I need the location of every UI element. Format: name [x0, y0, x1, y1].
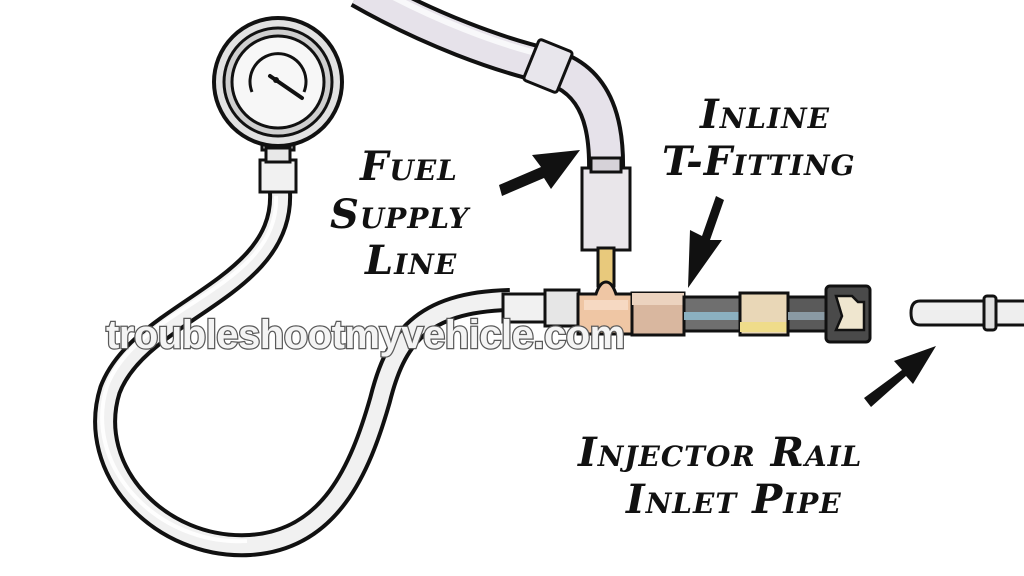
- label-injector-rail: Injector Rail: [577, 429, 862, 476]
- label-line: Line: [364, 237, 457, 284]
- gauge-hose: [93, 191, 511, 558]
- arrow-fuel-supply-icon: [499, 150, 580, 196]
- label-inline: Inline: [699, 91, 830, 138]
- supply-line-collar: [522, 38, 574, 94]
- supply-line-fitting: [580, 166, 632, 252]
- label-inlet-pipe: Inlet Pipe: [625, 476, 842, 523]
- label-fuel: Fuel: [359, 143, 458, 190]
- pressure-gauge: [212, 16, 344, 194]
- gauge-hose-coupler: [501, 288, 581, 328]
- inline-hose-assembly: [630, 284, 872, 344]
- t-fitting-body: [576, 280, 636, 336]
- label-inline-t-fitting: Inline T-Fitting: [662, 91, 856, 185]
- watermark-text: troubleshootmyvehicle.com: [106, 313, 625, 357]
- label-supply: Supply: [330, 191, 471, 238]
- arrow-inlet-pipe-icon: [864, 346, 936, 407]
- fuel-supply-line: [350, 0, 632, 252]
- t-fitting-stem: [596, 246, 616, 288]
- label-fuel-supply-line: Fuel Supply Line: [330, 143, 471, 284]
- label-t-fitting: T-Fitting: [662, 138, 856, 185]
- arrow-t-fitting-icon: [688, 196, 724, 288]
- injector-rail-inlet-pipe: [909, 294, 1024, 332]
- label-injector-rail-inlet-pipe: Injector Rail Inlet Pipe: [577, 429, 862, 523]
- coupler-cap: [834, 294, 866, 332]
